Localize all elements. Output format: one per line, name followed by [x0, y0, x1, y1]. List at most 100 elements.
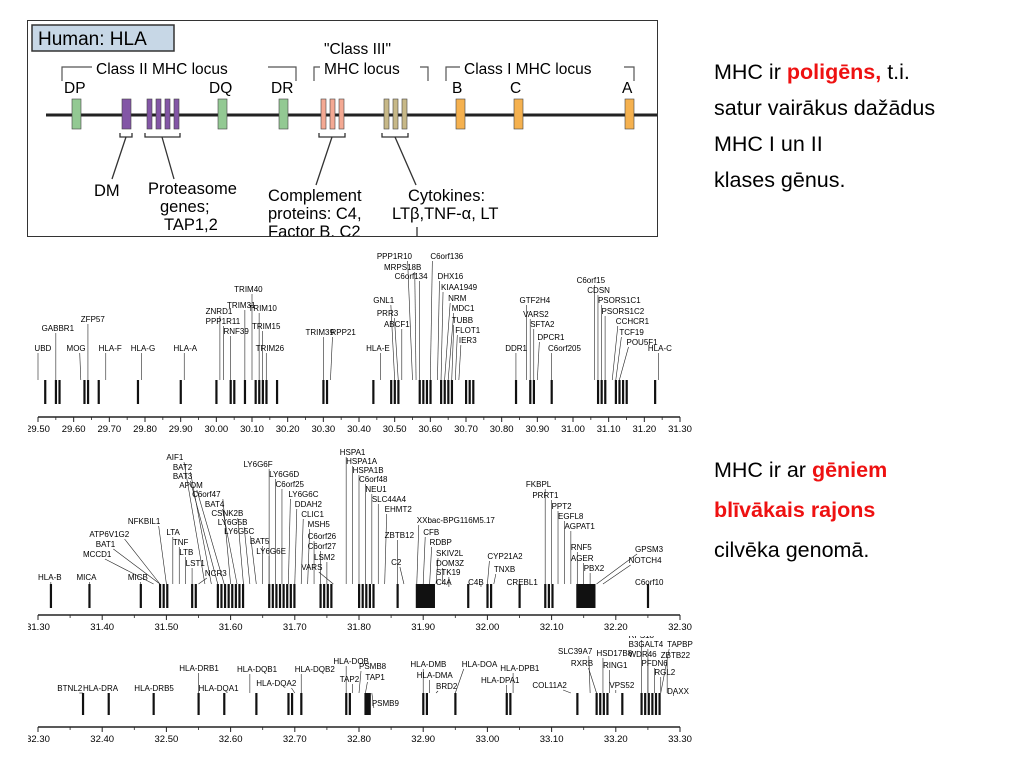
gene-bar — [289, 584, 292, 608]
gene-label-leader — [440, 291, 444, 381]
gene-label: SLC44A4 — [372, 495, 407, 504]
gene-bar — [278, 584, 282, 608]
gene-bar — [447, 380, 450, 404]
text-polygenic-line-3: MHC I un II — [714, 132, 823, 156]
gene-label-leader — [563, 689, 571, 694]
gene-label-c: C — [510, 80, 521, 97]
gene-cytokine-3 — [401, 98, 408, 130]
gene-label-leader — [611, 325, 619, 381]
gene-label: RXRB — [571, 659, 593, 668]
axis-tick-label: 32.90 — [411, 734, 435, 745]
gene-proteasome-4 — [173, 98, 180, 130]
gene-bar — [467, 584, 470, 608]
gene-bar — [44, 380, 47, 404]
gene-label: RNF39 — [223, 327, 249, 336]
axis-tick-label: 30.30 — [311, 424, 335, 432]
gene-label: NRM — [448, 294, 467, 303]
gene-bar — [576, 693, 579, 715]
gene-bar — [287, 693, 290, 715]
gene-label-leader — [190, 480, 219, 585]
gene-label: IER3 — [459, 336, 477, 345]
gene-label: AGPAT1 — [564, 522, 595, 531]
gene-label: HLA-DMB — [410, 660, 446, 669]
gene-bar — [49, 584, 53, 608]
gene-bar — [330, 584, 333, 608]
gene-bar — [54, 380, 58, 404]
axis-tick-label: 32.20 — [604, 622, 628, 633]
axis-tick-label: 31.60 — [219, 622, 243, 633]
gene-bar — [544, 584, 547, 608]
gene-bar — [640, 693, 643, 715]
gene-bar — [614, 380, 617, 404]
gene-complement-2 — [329, 98, 336, 130]
gene-bar — [532, 380, 535, 404]
gene-dm — [121, 98, 132, 130]
gene-label: TRIM26 — [256, 344, 285, 353]
callout-dm: DM — [94, 182, 120, 200]
axis-tick-label: 31.00 — [561, 424, 585, 432]
gene-label: FKBPL — [526, 480, 552, 489]
gene-label: COL11A2 — [532, 681, 567, 690]
gene-bar — [651, 693, 654, 715]
gene-bar — [622, 380, 625, 404]
gene-label-leader — [602, 564, 631, 585]
gene-bar — [472, 380, 475, 404]
gene-bar — [618, 380, 621, 404]
diagram-title: Human: HLA — [38, 29, 147, 50]
gene-bar — [361, 584, 364, 608]
gene-bar — [468, 380, 471, 404]
gene-bar — [372, 380, 375, 404]
gene-bar — [422, 693, 425, 715]
axis-tick-label: 30.80 — [490, 424, 514, 432]
gene-cluster-block — [415, 584, 435, 608]
text1-post: t.i. — [881, 60, 910, 84]
gene-label: TRIM10 — [248, 304, 277, 313]
axis-tick-label: 31.80 — [347, 622, 371, 633]
callout-complement-2: proteins: C4, — [268, 205, 362, 223]
gene-label: BAT5 — [250, 537, 270, 546]
axis-tick-label: 31.20 — [632, 424, 656, 432]
gene-boxes — [71, 98, 635, 130]
callout-lines — [111, 133, 417, 186]
axis-tick-label: 32.50 — [155, 734, 179, 745]
axis-tick-label: 31.70 — [283, 622, 307, 633]
gene-bar — [227, 584, 230, 608]
gene-label: NOTCH4 — [629, 556, 662, 565]
gene-label: DAXX — [667, 687, 689, 696]
gene-label: MOG — [67, 344, 86, 353]
gene-label-leader — [416, 524, 420, 585]
gene-bar — [255, 693, 258, 715]
gene-label: HLA-B — [38, 573, 62, 582]
callout-cytokines-2: LTβ,TNF-α, LT — [392, 205, 498, 223]
axis-tick-label: 32.10 — [540, 622, 564, 633]
gene-label: PRR3 — [377, 309, 399, 318]
gene-bar — [152, 693, 155, 715]
gene-bar — [179, 380, 182, 404]
hla-locus-svg: Human: HLA Class II MHC locus "Class III… — [31, 24, 657, 236]
gene-label-leader — [444, 302, 451, 381]
gene-label: ZNRD1 — [206, 307, 233, 316]
gene-label-leader — [300, 518, 304, 585]
gene-label: PSMB8 — [359, 662, 387, 671]
gene-cytokine-2 — [392, 98, 399, 130]
gene-label: TAPBP — [667, 640, 693, 649]
gene-label: C2 — [391, 558, 402, 567]
gene-label-leader — [390, 304, 395, 381]
axis-tick-label: 29.90 — [169, 424, 193, 432]
callout-complement-1: Complement — [268, 187, 362, 205]
gene-label-leader — [437, 280, 440, 381]
gene-bar — [348, 693, 351, 715]
gene-label-leader — [371, 692, 375, 709]
gene-bar — [325, 380, 329, 404]
axis-tick-label: 31.50 — [155, 622, 179, 633]
gene-label: ATP6V1G2 — [89, 530, 129, 539]
gene-bar — [241, 584, 245, 608]
gene-proteasome-1 — [146, 98, 153, 130]
gene-label: FLOT1 — [455, 326, 480, 335]
gene-label: EHMT2 — [385, 505, 413, 514]
gene-bar — [390, 380, 393, 404]
gene-bar — [443, 380, 446, 404]
gene-label-leader — [394, 317, 399, 381]
